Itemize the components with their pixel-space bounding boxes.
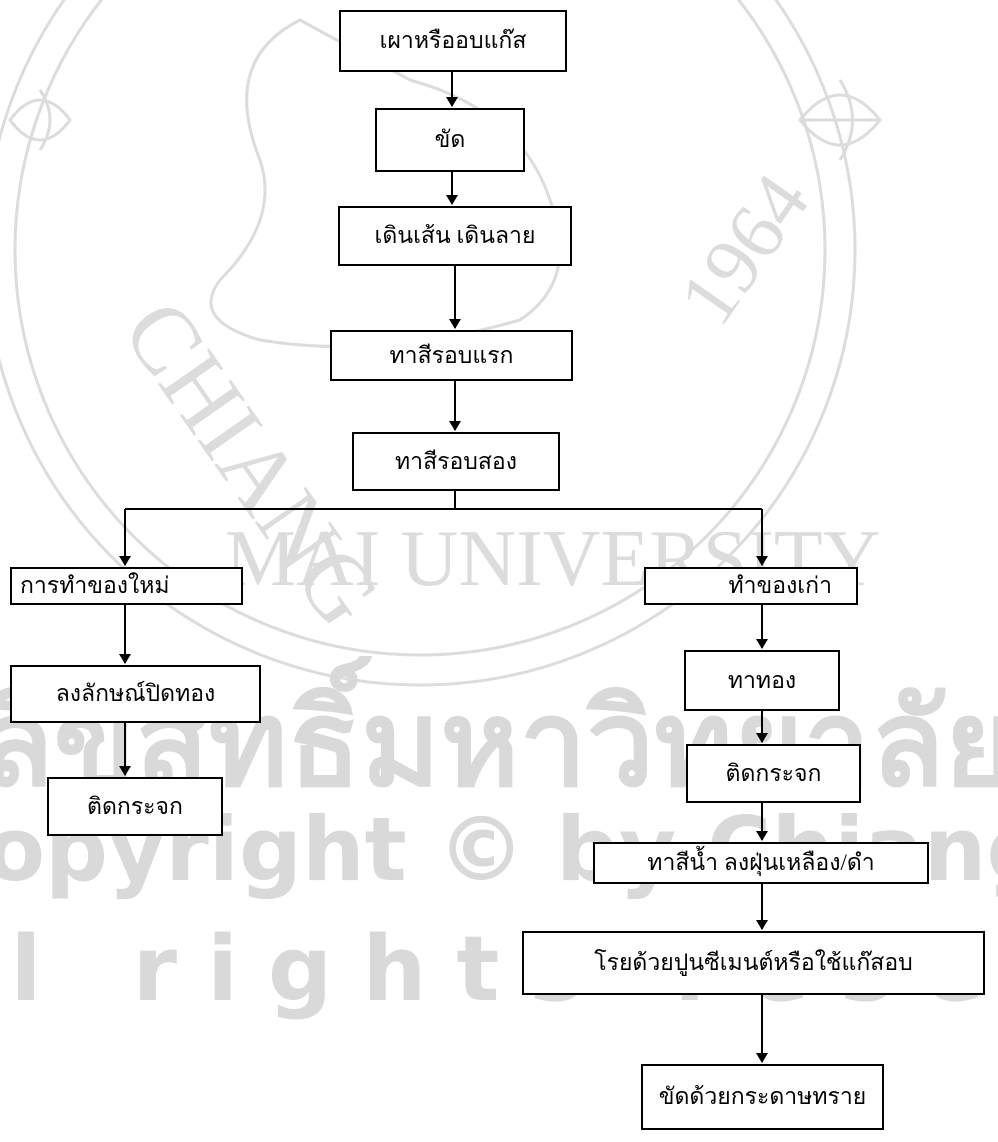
step-burn-or-gas-bake: เผาหรืออบแก๊ส bbox=[339, 10, 567, 72]
step-cement-or-gas: โรยด้วยปูนซีเมนต์หรือใช้แก๊สอบ bbox=[522, 931, 985, 995]
branch-new-work: การทำของใหม่ bbox=[10, 567, 243, 605]
step-second-coat-paint: ทาสีรอบสอง bbox=[352, 432, 560, 491]
step-first-coat-paint: ทาสีรอบแรก bbox=[330, 330, 573, 381]
lotus-right-icon bbox=[798, 79, 882, 161]
lotus-left-icon bbox=[8, 89, 72, 151]
seal-watermark bbox=[0, 0, 882, 687]
step-attach-glass-left: ติดกระจก bbox=[47, 777, 223, 836]
elephant-icon bbox=[209, 18, 562, 349]
branch-antique-work: ทำของเก่า bbox=[644, 567, 858, 605]
step-polish: ขัด bbox=[375, 108, 525, 172]
step-apply-gold: ทาทอง bbox=[684, 650, 840, 711]
step-watercolor-dust: ทาสีน้ำ ลงฝุ่นเหลือง/ดำ bbox=[593, 842, 929, 884]
step-draw-lines-patterns: เดินเส้น เดินลาย bbox=[338, 206, 572, 266]
step-sandpaper-polish: ขัดด้วยกระดาษทราย bbox=[641, 1064, 884, 1130]
step-stencil-gilding: ลงลักษณ์ปิดทอง bbox=[10, 665, 261, 723]
step-attach-glass-right: ติดกระจก bbox=[686, 744, 861, 803]
